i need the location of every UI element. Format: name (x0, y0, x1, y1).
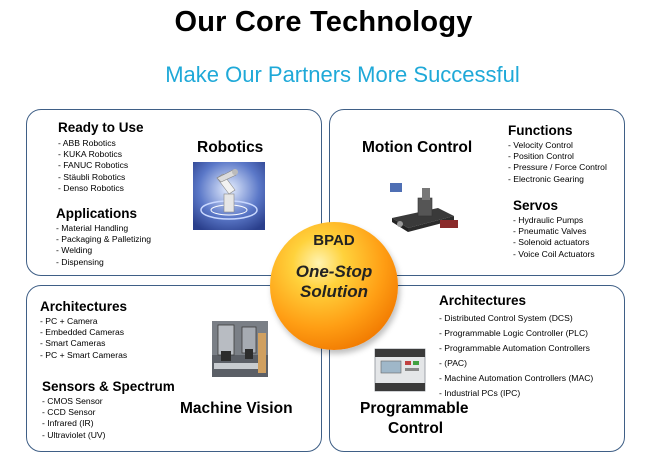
programmable-title-line2: Control (388, 420, 444, 437)
list-item: ABB Robotics (58, 138, 128, 149)
bpad-label: BPAD (313, 232, 355, 249)
list-item: Ultraviolet (UV) (42, 430, 105, 441)
list-item: Dispensing (56, 257, 151, 268)
motion-stage-image (384, 180, 464, 238)
list-item: Position Control (508, 151, 607, 162)
list-item: Smart Cameras (40, 338, 127, 349)
plc-device-image (371, 341, 429, 397)
ready-to-use-heading: Ready to Use (58, 120, 144, 135)
list-item: Welding (56, 245, 151, 256)
programmable-architectures-list: Distributed Control System (DCS) Program… (439, 311, 593, 401)
list-item: Infrared (IR) (42, 418, 106, 429)
list-item: CCD Sensor (42, 407, 106, 418)
vision-camera-image (212, 321, 268, 377)
list-item: Machine Automation Controllers (MAC) (439, 371, 593, 386)
sensors-spectrum-heading: Sensors & Spectrum (42, 379, 175, 394)
bpad-center-orb: BPAD One-Stop Solution (270, 222, 398, 350)
vision-architectures-heading: Architectures (40, 299, 128, 314)
machine-vision-title: Machine Vision (180, 400, 293, 417)
list-item: Distributed Control System (DCS) (439, 311, 593, 326)
list-item: Denso Robotics (58, 183, 128, 194)
servos-heading: Servos (513, 198, 559, 213)
list-item: PC + Camera (40, 316, 127, 327)
robotics-title: Robotics (197, 139, 264, 156)
functions-list: Velocity Control Position Control Pressu… (508, 140, 607, 185)
programmable-title-line1: Programmable (360, 400, 469, 417)
list-item: Hydraulic Pumps (513, 215, 595, 226)
motion-control-title: Motion Control (362, 139, 473, 156)
page-subtitle: Make Our Partners More Successful (165, 62, 520, 87)
programmable-architectures-heading: Architectures (439, 293, 527, 308)
applications-list: Material Handling Packaging & Palletizin… (56, 223, 151, 268)
one-stop-solution-tagline: One-Stop Solution (270, 262, 398, 302)
list-item: PC + Smart Cameras (40, 350, 127, 361)
list-item: Programmable Automation Controllers (439, 341, 593, 356)
list-item: Pneumatic Valves (513, 226, 595, 237)
list-item: Packaging & Palletizing (56, 234, 151, 245)
functions-heading: Functions (508, 123, 573, 138)
list-item: FANUC Robotics (58, 160, 128, 171)
ready-to-use-list: ABB Robotics KUKA Robotics FANUC Robotic… (58, 138, 128, 194)
list-item: CMOS Sensor (42, 396, 106, 407)
servos-list: Hydraulic Pumps Pneumatic Valves Solenoi… (513, 215, 595, 260)
tagline-line2: Solution (300, 282, 368, 301)
list-item: Solenoid actuators (513, 237, 595, 248)
robot-arm-image (193, 162, 265, 230)
list-item: Embedded Cameras (40, 327, 127, 338)
list-item: Velocity Control (508, 140, 607, 151)
list-item: Industrial PCs (IPC) (439, 386, 593, 401)
sensors-list: CMOS Sensor CCD Sensor Infrared (IR) Ult… (42, 396, 106, 441)
list-item: KUKA Robotics (58, 149, 128, 160)
list-item: Programmable Logic Controller (PLC) (439, 326, 593, 341)
applications-heading: Applications (56, 206, 138, 221)
vision-architectures-list: PC + Camera Embedded Cameras Smart Camer… (40, 316, 127, 361)
list-item: Electronic Gearing (508, 174, 607, 185)
list-item: (PAC) (439, 356, 593, 371)
page-title: Our Core Technology (174, 6, 473, 38)
tagline-line1: One-Stop (295, 262, 373, 281)
list-item: Material Handling (56, 223, 151, 234)
list-item: Stäubli Robotics (58, 172, 128, 183)
list-item: Voice Coil Actuators (513, 249, 594, 260)
list-item: Pressure / Force Control (508, 162, 607, 173)
